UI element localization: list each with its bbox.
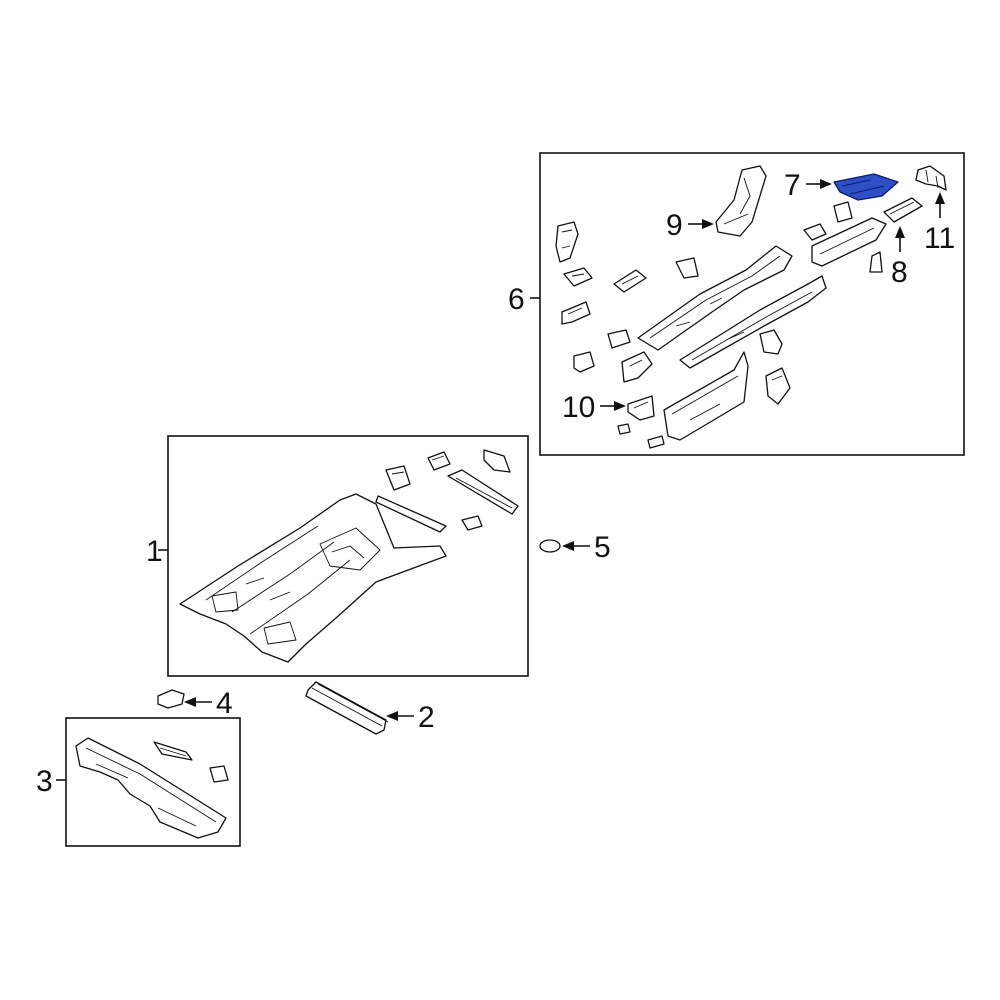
part-2-floor-rail[interactable] [305,681,389,735]
callout-number: 4 [216,687,233,720]
part-10-bracket[interactable] [627,395,655,421]
lower-rail-and-blocks [617,329,791,449]
floor-pan-main[interactable] [179,493,447,663]
small-brackets-left [555,221,699,383]
part-8-rail-piece[interactable] [883,197,923,223]
callout-number: 9 [666,209,683,242]
callout-number: 8 [891,256,908,289]
arrowhead-7 [820,179,832,189]
callout-number: 10 [562,391,595,424]
callouts: 1 2 3 4 5 6 [36,169,955,798]
callout-1: 1 [146,535,168,568]
crossmember-main[interactable] [75,737,229,839]
arrowhead-10 [614,401,626,411]
callout-7: 7 [784,169,832,202]
callout-number: 2 [418,701,435,734]
part-7-shape [833,173,899,201]
callout-8: 8 [891,226,908,289]
arrowhead-9 [702,219,714,229]
arrowhead-4 [184,697,196,707]
arrowhead-5 [562,541,574,551]
group-6-rear-rails [539,152,965,456]
callout-6: 6 [508,283,540,316]
callout-number: 7 [784,169,801,202]
group-1-floor-pan [167,435,529,677]
long-rear-rail [637,201,887,369]
callout-10: 10 [562,391,626,424]
group-3-crossmember [65,717,241,847]
arrowhead-2 [386,711,398,721]
arrowhead-8 [895,226,905,238]
callout-number: 1 [146,535,163,568]
part-9-rail-extension[interactable] [715,165,767,237]
callout-3: 3 [36,765,66,798]
callout-number: 5 [594,531,611,564]
callout-2: 2 [386,701,435,734]
part-4-plug[interactable] [157,689,185,709]
callout-5: 5 [562,531,611,564]
callout-9: 9 [666,209,714,242]
arrowhead-11 [935,192,945,204]
callout-11: 11 [924,192,955,255]
callout-number: 6 [508,283,525,316]
part-7-highlighted-bracket[interactable] [833,173,899,201]
callout-number: 3 [36,765,53,798]
part-5-plug[interactable] [539,539,561,553]
callout-number: 11 [924,222,955,255]
callout-4: 4 [184,687,233,720]
floor-cross-members [375,449,519,533]
part-11-bracket[interactable] [915,165,947,191]
